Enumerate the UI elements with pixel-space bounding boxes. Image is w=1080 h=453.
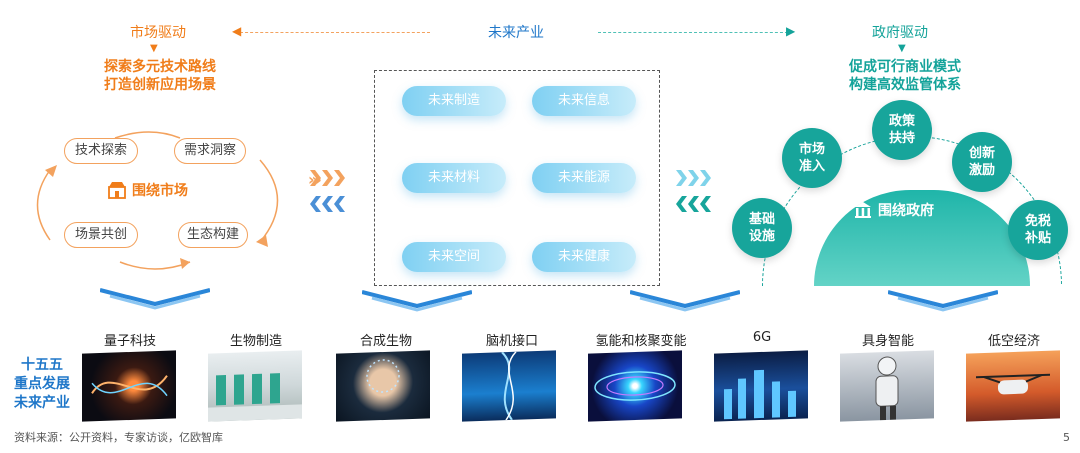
government-driven-title: 政府驱动 <box>872 25 928 41</box>
chevron-right-teal-icon <box>676 170 714 190</box>
gov-item-tax-subsidy: 免税补贴 <box>1008 200 1068 260</box>
down-chevron-icon <box>100 288 210 310</box>
brain-computer-image <box>462 350 556 422</box>
down-chevron-icon <box>888 290 998 312</box>
market-item-scenario-cocreate: 场景共创 <box>64 222 138 248</box>
left-arrowhead-icon: ◀ <box>232 24 242 38</box>
quantum-tech-image <box>82 350 176 422</box>
gov-item-innovation-incentive: 创新激励 <box>952 132 1012 192</box>
market-item-tech-explore: 技术探索 <box>64 138 138 164</box>
chevron-left-teal-icon <box>676 196 714 216</box>
future-industry-label: 合成生物 <box>359 334 412 349</box>
down-chevron-icon <box>630 290 740 312</box>
source-note: 资料来源：公开资料，专家访谈，亿欧智库 <box>14 431 223 444</box>
market-subtitle: 探索多元技术路线 打造创新应用场景 <box>104 59 216 93</box>
store-icon <box>108 182 126 199</box>
market-item-ecosystem-build: 生态构建 <box>178 222 248 248</box>
right-arrowhead-icon: ▶ <box>786 24 796 38</box>
future-industry-label: 6G <box>752 330 772 345</box>
future-industry-label: 量子科技 <box>103 334 156 349</box>
chevron-right-shapes <box>310 170 348 190</box>
future-industry-title: 未来产业 <box>488 25 544 41</box>
right-dashed-arrow <box>598 32 788 33</box>
bio-manufacturing-image <box>208 350 302 422</box>
chevron-left-icon <box>310 196 348 216</box>
gov-item-market-access: 市场准入 <box>782 128 842 188</box>
future-industry-box <box>374 70 660 286</box>
6g-image <box>714 350 808 422</box>
industry-future-space: 未来空间 <box>402 242 506 272</box>
industry-future-energy: 未来能源 <box>532 163 636 193</box>
government-center: 围绕政府 <box>854 200 934 220</box>
government-building-icon <box>855 202 871 218</box>
industry-future-manufacturing: 未来制造 <box>402 86 506 116</box>
down-arrow-teal-icon: ▼ <box>898 43 906 54</box>
market-center: 围绕市场 <box>108 180 188 200</box>
industry-future-health: 未来健康 <box>532 242 636 272</box>
market-center-label: 围绕市场 <box>132 183 188 199</box>
government-center-label: 围绕政府 <box>878 203 934 219</box>
market-item-demand-insight: 需求洞察 <box>174 138 246 164</box>
market-driven-title: 市场驱动 <box>130 25 186 41</box>
gov-item-policy-support: 政策扶持 <box>872 100 932 160</box>
down-arrow-icon: ▼ <box>150 43 158 54</box>
industry-future-information: 未来信息 <box>532 86 636 116</box>
down-chevron-icon <box>362 290 472 312</box>
hydrogen-fusion-image <box>588 350 682 422</box>
industry-future-materials: 未来材料 <box>402 163 506 193</box>
future-industry-label: 氢能和核聚变能 <box>595 334 687 349</box>
government-subtitle: 促成可行商业模式 构建高效监管体系 <box>849 59 961 93</box>
fifteenth-five-year-title: 十五五 重点发展 未来产业 <box>14 357 70 411</box>
low-altitude-economy-image <box>966 350 1060 422</box>
page-number: 5 <box>1063 431 1070 444</box>
left-dashed-arrow <box>240 32 430 33</box>
future-industry-label: 生物制造 <box>229 334 282 349</box>
future-industry-label: 具身智能 <box>861 334 914 349</box>
synthetic-biology-image <box>336 350 430 422</box>
market-cycle-arrows <box>36 131 279 270</box>
future-industry-label: 低空经济 <box>987 334 1040 349</box>
future-industry-label: 脑机接口 <box>485 334 538 349</box>
embodied-ai-image <box>840 350 934 422</box>
gov-item-infrastructure: 基础设施 <box>732 198 792 258</box>
